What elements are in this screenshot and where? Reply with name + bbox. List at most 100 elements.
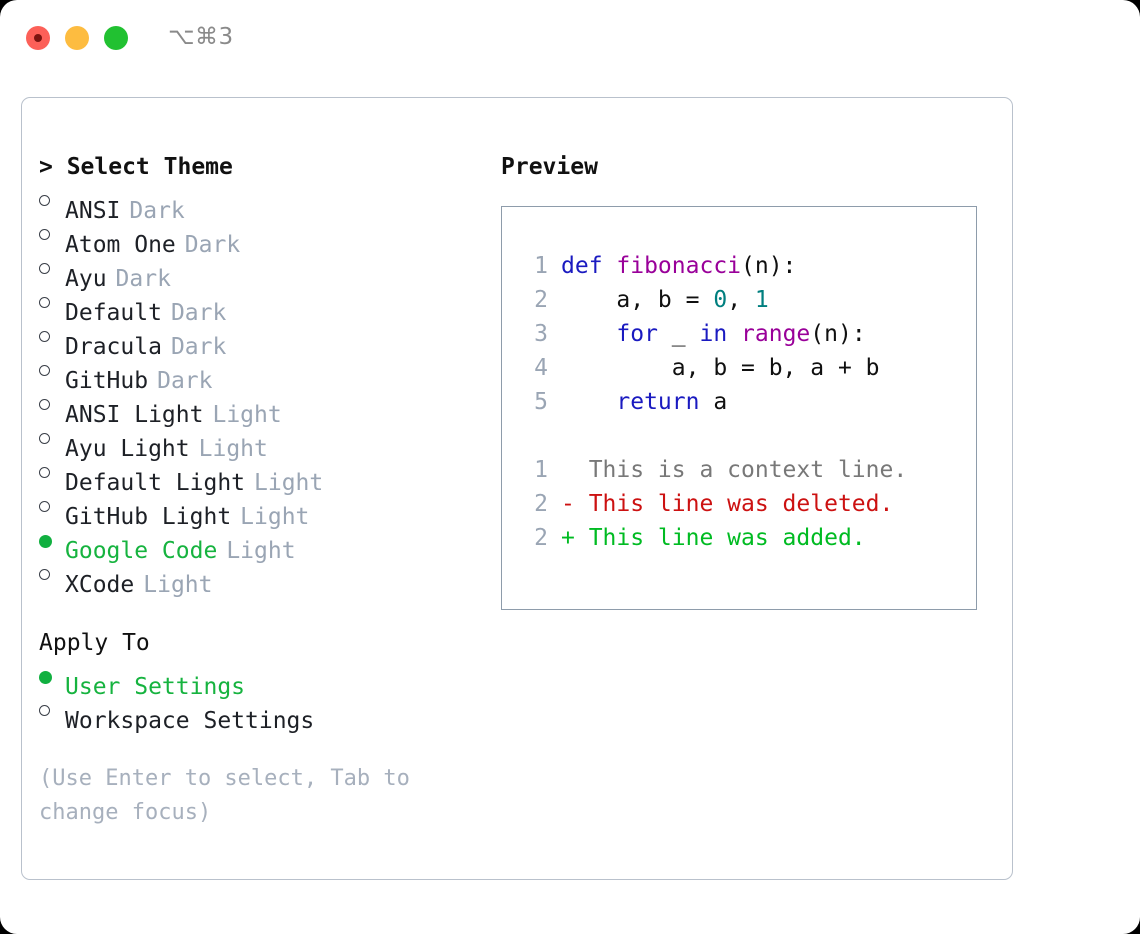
code-line-text: for _ in range(n): <box>561 317 866 351</box>
theme-kind-label: Light <box>143 572 213 598</box>
radio-unselected-icon <box>39 218 65 252</box>
select-theme-header: > Select Theme <box>39 154 233 180</box>
radio-selected-icon <box>39 524 65 558</box>
help-hint-text: (Use Enter to select, Tab to change focu… <box>39 766 410 825</box>
minimize-button[interactable] <box>65 26 89 50</box>
radio-ring <box>39 399 50 410</box>
code-token: , <box>727 287 755 313</box>
theme-kind-label: Dark <box>115 266 171 292</box>
theme-kind-label: Light <box>254 470 324 496</box>
maximize-button[interactable] <box>104 26 128 50</box>
theme-item-label: Google Code <box>65 538 218 564</box>
theme-item-ansi[interactable]: ANSI Dark <box>39 184 479 224</box>
code-token: range <box>741 321 811 347</box>
code-token <box>727 321 741 347</box>
radio-dot <box>39 671 52 684</box>
code-token: a, b = b, a + b <box>561 355 880 381</box>
code-line-text: a, b = b, a + b <box>561 351 880 385</box>
code-token: def <box>561 253 617 279</box>
theme-item-label: ANSI Light <box>65 402 204 428</box>
code-token: 1 <box>754 287 769 313</box>
code-token: a <box>699 389 728 415</box>
radio-ring <box>39 331 50 342</box>
code-token: return <box>616 389 700 415</box>
code-line-text: def fibonacci(n): <box>561 249 796 283</box>
apply-item-label: Workspace Settings <box>65 708 315 734</box>
apply-to-header: Apply To <box>39 630 150 656</box>
diff-sample: 1 This is a context line.2- This line wa… <box>518 453 968 555</box>
theme-item-atom-one[interactable]: Atom One Dark <box>39 218 479 258</box>
radio-ring <box>39 705 50 716</box>
preview-title: Preview <box>501 154 598 180</box>
theme-item-label: GitHub Light <box>65 504 232 530</box>
code-line-number: 4 <box>534 355 548 381</box>
code-line-text: return a <box>561 385 727 419</box>
close-button[interactable] <box>26 26 50 50</box>
code-line-number: 3 <box>534 321 548 347</box>
radio-ring <box>39 263 50 274</box>
theme-item-ayu[interactable]: Ayu Dark <box>39 252 479 292</box>
apply-item-user-settings[interactable]: User Settings <box>39 660 479 700</box>
theme-kind-label: Dark <box>170 300 227 326</box>
code-token: for <box>616 321 658 347</box>
code-line: 1 def fibonacci(n): <box>518 249 968 283</box>
theme-item-label: Default Light <box>65 470 246 496</box>
radio-unselected-icon <box>39 456 65 490</box>
apply-item-label: User Settings <box>65 674 246 700</box>
title-bar: ⌥⌘3 <box>0 0 1140 76</box>
radio-ring <box>39 433 50 444</box>
radio-unselected-icon <box>39 558 65 592</box>
theme-kind-label: Dark <box>170 334 227 360</box>
code-token: (n): <box>741 253 797 279</box>
diff-line-number: 2 <box>534 525 548 551</box>
code-token: fibonacci <box>616 253 742 279</box>
code-token: in <box>699 321 728 347</box>
code-token: _ <box>657 321 700 347</box>
theme-item-default[interactable]: Default Dark <box>39 286 479 326</box>
apply-item-workspace-settings[interactable]: Workspace Settings <box>39 694 479 734</box>
radio-unselected-icon <box>39 184 65 218</box>
theme-kind-label: Dark <box>184 232 241 258</box>
radio-unselected-icon <box>39 490 65 524</box>
radio-unselected-icon <box>39 388 65 422</box>
radio-ring <box>39 229 50 240</box>
radio-ring <box>39 501 50 512</box>
theme-item-label: ANSI <box>65 198 121 224</box>
theme-kind-label: Dark <box>157 368 213 394</box>
radio-ring <box>39 365 50 376</box>
diff-line-text: This is a context line. <box>561 457 908 483</box>
radio-unselected-icon <box>39 320 65 354</box>
radio-selected-icon <box>39 660 65 694</box>
theme-kind-label: Light <box>198 436 268 462</box>
theme-item-label: Ayu <box>65 266 107 292</box>
theme-item-label: Default <box>65 300 162 326</box>
diff-line-text: - This line was deleted. <box>561 491 894 517</box>
traffic-light-group <box>26 26 128 50</box>
radio-unselected-icon <box>39 694 65 728</box>
theme-kind-label: Dark <box>129 198 185 224</box>
theme-item-default-light[interactable]: Default Light Light <box>39 456 479 496</box>
diff-line: 2+ This line was added. <box>518 521 968 555</box>
radio-unselected-icon <box>39 422 65 456</box>
theme-item-label: Atom One <box>65 232 176 258</box>
radio-ring <box>39 569 50 580</box>
code-token: (n): <box>810 321 866 347</box>
radio-ring <box>39 467 50 478</box>
code-line-text: a, b = 0, 1 <box>561 283 769 317</box>
code-line-number: 1 <box>534 253 548 279</box>
